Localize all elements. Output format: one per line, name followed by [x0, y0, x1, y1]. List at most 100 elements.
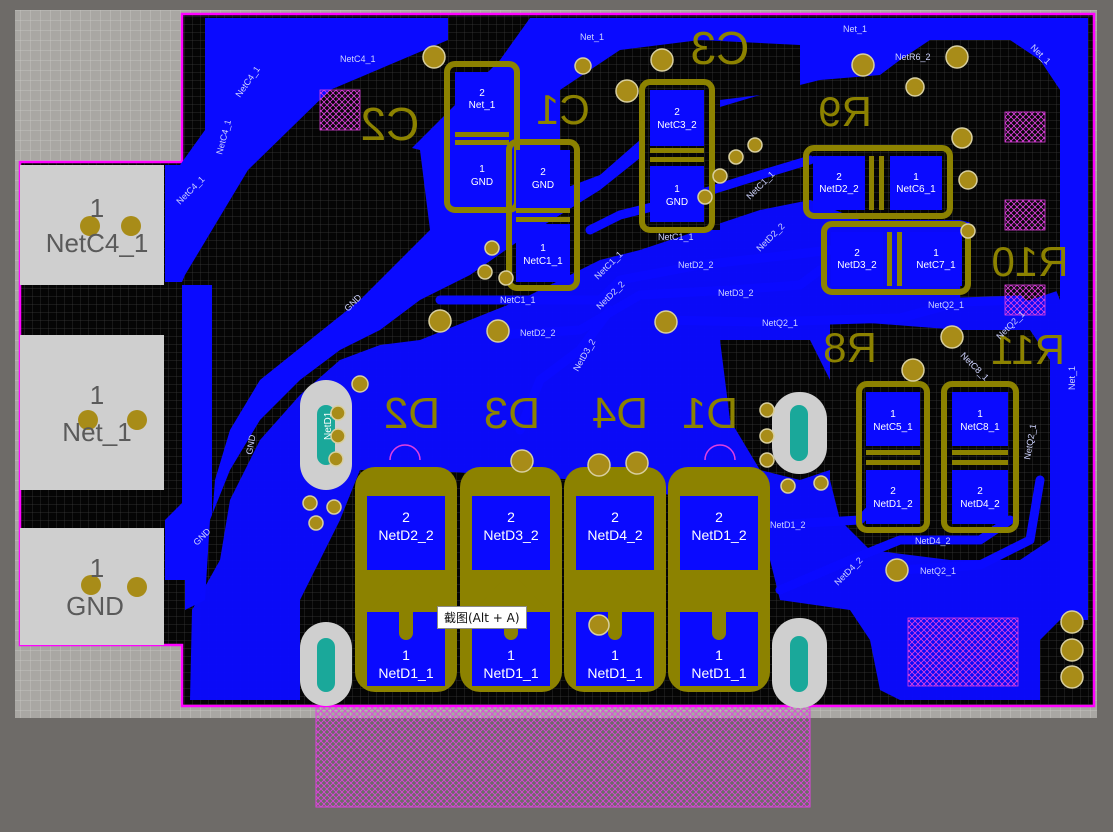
slot-hole[interactable]	[300, 622, 352, 706]
net-label: NetD3_2	[718, 288, 754, 298]
pad-net: NetD4_2	[960, 499, 1000, 510]
pad-net: GND	[532, 180, 554, 191]
slot-hole[interactable]	[772, 618, 827, 708]
pad-net: NetD2_2	[819, 184, 859, 195]
pad-pin: 2	[890, 486, 896, 497]
pad-pin: 2	[402, 509, 410, 525]
capacitor-c3[interactable]: 2 NetC3_2 1 GND C3	[639, 22, 750, 233]
net-label: Net_1	[1067, 366, 1077, 390]
resistor-r8[interactable]: 1 NetC5_1 2 NetD1_2 R8	[823, 324, 930, 533]
resistor-r9[interactable]: 2 NetD2_2 1 NetC6_1 R9	[803, 88, 953, 219]
designator-r8: R8	[823, 324, 877, 371]
pad-pin: 1	[611, 647, 619, 663]
designator-c1: C1	[536, 86, 590, 133]
diode-d1[interactable]: 2 NetD1_2 1 NetD1_1 D1	[668, 389, 770, 692]
pad-pin: 2	[854, 248, 860, 259]
net-label: NetQ2_1	[762, 318, 798, 328]
net-label: NetC4_1	[340, 54, 376, 64]
pad-pin: 1	[977, 409, 983, 420]
pad-pin: 2	[715, 509, 723, 525]
net-label: Net_1	[843, 24, 867, 34]
pad-net: NetD2_2	[378, 527, 433, 543]
courtyards	[319, 89, 1046, 687]
designator-r11: R11	[991, 326, 1065, 373]
pad-pin: 1	[933, 248, 939, 259]
connector-net: GND	[66, 591, 124, 621]
pad-pin: 2	[479, 88, 485, 99]
screenshot-tooltip: 截图(Alt + A)	[437, 606, 527, 629]
pad-pin: 2	[674, 107, 680, 118]
slot-mark	[704, 444, 736, 461]
designator-d2: D2	[384, 389, 440, 438]
capacitor-c2[interactable]: 2 Net_1 1 GND C2	[361, 61, 520, 213]
pad-pin: 2	[836, 172, 842, 183]
pad-pin: 1	[715, 647, 723, 663]
pad-net: NetC5_1	[873, 422, 913, 433]
net-label: NetD4_2	[915, 536, 951, 546]
pad-net: NetD1_1	[587, 665, 642, 681]
resistor-r10[interactable]: 2 NetD3_2 1 NetC7_1 R10	[821, 221, 1069, 295]
connector-net: Net_1	[62, 417, 131, 447]
connector-pad-3[interactable]: 1 GND	[20, 528, 164, 645]
slot-hole[interactable]	[772, 392, 827, 474]
pad-net: NetC7_1	[916, 260, 956, 271]
pad-pin: 2	[977, 486, 983, 497]
designator-d1: D1	[682, 389, 738, 438]
pad-net: NetD4_2	[587, 527, 642, 543]
pad-pin: 2	[540, 167, 546, 178]
pad-net: NetC6_1	[896, 184, 936, 195]
designator-r9: R9	[818, 88, 872, 135]
pad-net: NetD3_2	[483, 527, 538, 543]
net-label: NetR6_2	[895, 52, 931, 62]
pad-net: NetC8_1	[960, 422, 1000, 433]
connector-pin: 1	[90, 553, 104, 583]
pad-net: NetD1_1	[483, 665, 538, 681]
keepout-region	[315, 704, 811, 808]
designator-d4: D4	[592, 389, 648, 438]
pad-pin: 1	[402, 647, 410, 663]
net-label: NetC1_1	[658, 232, 694, 242]
pad-net: GND	[666, 197, 688, 208]
designator-r10: R10	[991, 238, 1068, 285]
connector-pin: 1	[90, 380, 104, 410]
pad-net: GND	[471, 177, 493, 188]
pad-net: NetD1_2	[691, 527, 746, 543]
vias	[302, 45, 1084, 689]
pad-pin: 1	[913, 172, 919, 183]
designator-d3: D3	[484, 389, 540, 438]
net-label: NetQ2_1	[920, 566, 956, 576]
net-label: NetD1_2	[770, 520, 806, 530]
pad-net: NetD3_2	[837, 260, 877, 271]
pad-pin: 1	[540, 243, 546, 254]
pad-pin: 1	[674, 184, 680, 195]
pad-net: NetD1_2	[873, 499, 913, 510]
pad-pin: 2	[611, 509, 619, 525]
pad-net: NetC3_2	[657, 120, 697, 131]
net-label: NetD2_2	[520, 328, 556, 338]
connector-pin: 1	[90, 193, 104, 223]
net-label: NetD2_2	[678, 260, 714, 270]
net-label: Net_1	[580, 32, 604, 42]
slot-label: NetD1	[323, 411, 334, 440]
pad-net: NetD1_1	[378, 665, 433, 681]
diode-d2[interactable]: 2 NetD2_2 1 NetD1_1 D2	[355, 389, 457, 692]
designator-c3: C3	[691, 22, 750, 74]
resistor-r11[interactable]: 1 NetC8_1 2 NetD4_2 R11	[941, 326, 1065, 533]
pad-net: Net_1	[469, 100, 496, 111]
pad-pin: 2	[507, 509, 515, 525]
net-label: NetQ2_1	[928, 300, 964, 310]
net-label: NetC1_1	[500, 295, 536, 305]
pad-net: NetC1_1	[523, 256, 563, 267]
slot-mark	[389, 444, 421, 461]
designator-c2: C2	[361, 98, 420, 150]
capacitor-c1[interactable]: 2 GND 1 NetC1_1 C1	[506, 86, 590, 291]
pad-pin: 1	[479, 164, 485, 175]
pad-pin: 1	[507, 647, 515, 663]
pad-net: NetD1_1	[691, 665, 746, 681]
connector-pad-1[interactable]: 1 NetC4_1	[20, 165, 164, 285]
diode-d4[interactable]: 2 NetD4_2 1 NetD1_1 D4	[564, 389, 666, 692]
net-label: GND	[244, 433, 257, 455]
pad-pin: 1	[890, 409, 896, 420]
connector-pad-2[interactable]: 1 Net_1	[20, 335, 164, 490]
